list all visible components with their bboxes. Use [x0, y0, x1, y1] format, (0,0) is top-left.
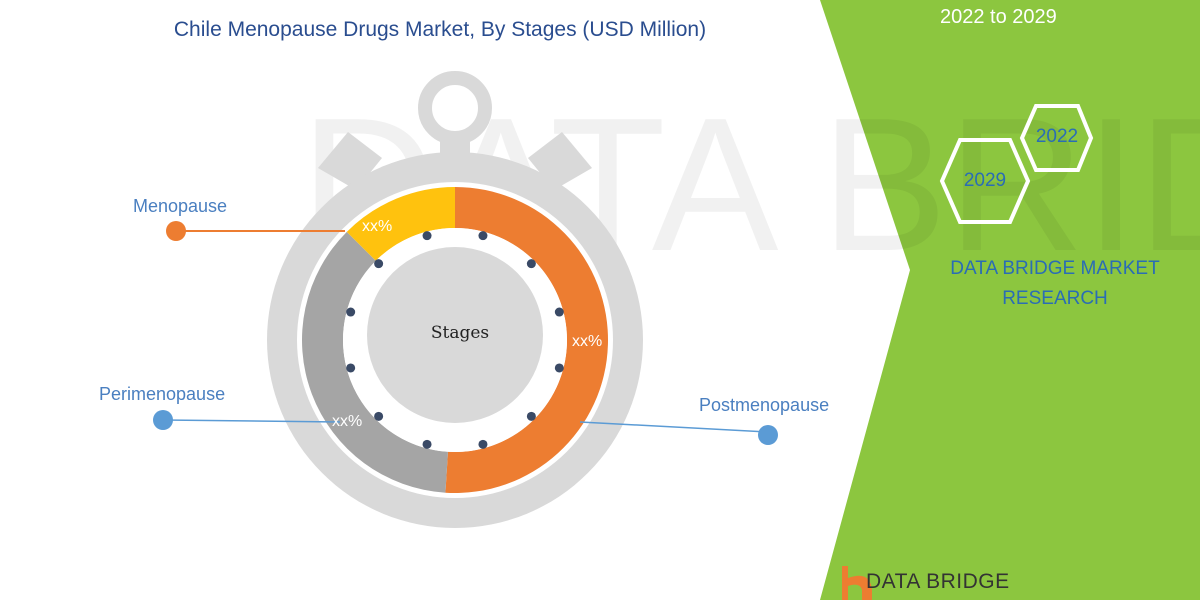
brand-line-1: DATA BRIDGE MARKET — [950, 258, 1160, 279]
stopwatch-ring — [418, 71, 492, 145]
legend-perimenopause: Perimenopause — [99, 384, 226, 404]
logo-icon — [842, 566, 872, 600]
menopause-percent-label: xx% — [362, 218, 393, 235]
postmenopause-leader — [579, 421, 769, 433]
tick-dot — [554, 307, 564, 317]
perimenopause-percent-label: xx% — [332, 413, 363, 430]
tick-dot — [374, 411, 384, 421]
donut-segment-postmenopause — [445, 187, 609, 493]
legend-postmenopause: Postmenopause — [699, 395, 830, 415]
tick-dot — [478, 439, 488, 449]
tick-dot — [374, 259, 384, 269]
stopwatch-tick-dots — [346, 231, 564, 449]
donut-segment-perimenopause — [301, 231, 448, 493]
tick-dot — [422, 439, 432, 449]
tick-dot — [554, 363, 564, 373]
perimenopause-leader — [162, 419, 341, 423]
menopause-marker — [166, 221, 186, 241]
hexagon-2029 — [939, 138, 1031, 224]
tick-dot — [422, 231, 432, 241]
hexagon-2022 — [1019, 104, 1094, 172]
tick-dot — [478, 231, 488, 241]
legend-menopause: Menopause — [133, 196, 228, 216]
brand-line-2: RESEARCH — [1002, 288, 1108, 309]
tick-dot — [526, 411, 536, 421]
postmenopause-marker — [758, 425, 778, 445]
center-label: Stages — [430, 323, 490, 343]
tick-dot — [346, 307, 356, 317]
tick-dot — [526, 259, 536, 269]
chart-title: Chile Menopause Drugs Market, By Stages … — [173, 18, 707, 41]
tick-dot — [346, 363, 356, 373]
brand-name: DATA BRIDGE MARKET RESEARCH — [910, 254, 1200, 314]
green-panel — [820, 0, 1200, 600]
forecast-period: 2022 to 2029 — [940, 6, 1057, 28]
year-label-2029: 2029 — [963, 170, 1007, 191]
center-circle — [367, 247, 543, 423]
logo-text: DATA BRIDGE — [866, 570, 1010, 593]
year-label-2022: 2022 — [1035, 126, 1079, 147]
perimenopause-marker — [153, 410, 173, 430]
donut-segment-menopause — [346, 187, 455, 261]
postmenopause-percent-label: xx% — [572, 333, 603, 350]
donut-chart — [301, 187, 609, 493]
